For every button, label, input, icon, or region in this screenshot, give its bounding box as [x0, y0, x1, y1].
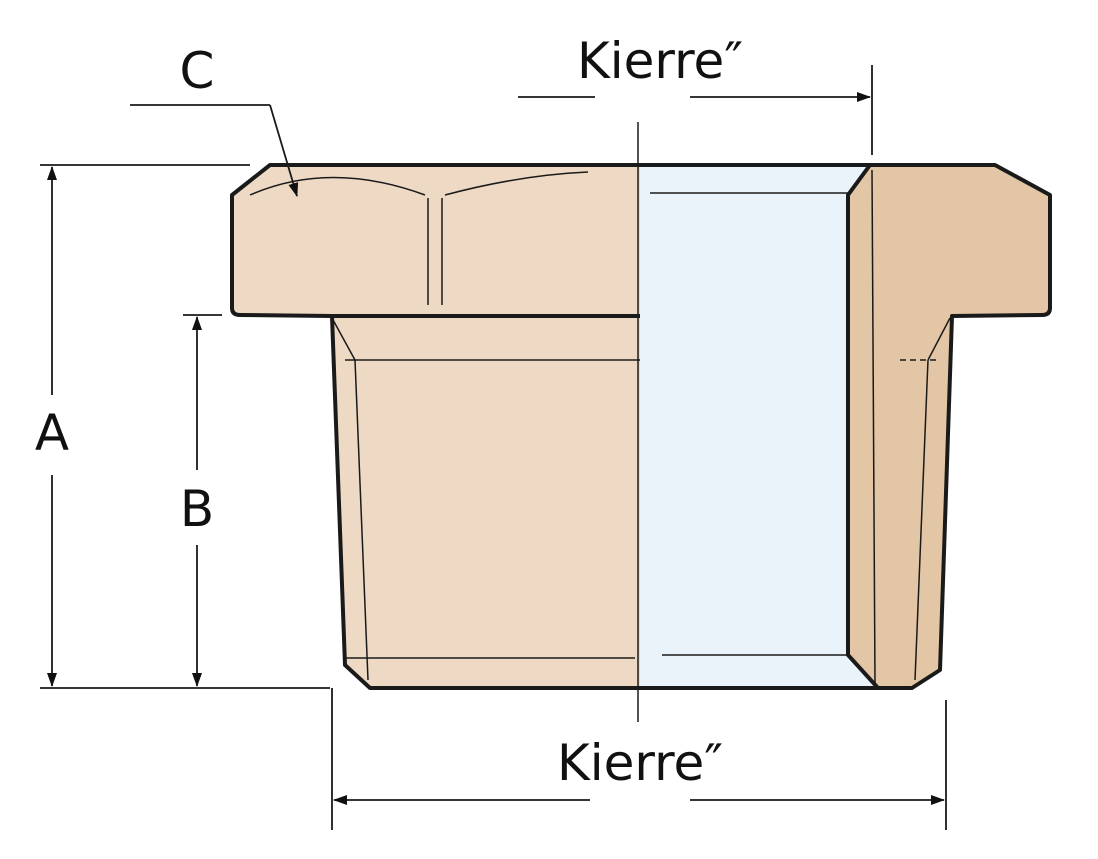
dimension-a — [40, 164, 330, 689]
label-thread-top: Kierre″ — [577, 32, 743, 90]
label-thread-bottom: Kierre″ — [557, 734, 723, 792]
leader-c — [130, 104, 299, 197]
body-left-section — [232, 165, 640, 688]
label-b: B — [180, 480, 214, 538]
label-c: C — [180, 42, 215, 100]
dimension-thread-bottom — [331, 688, 947, 830]
body-right-section — [848, 165, 1050, 688]
bore — [640, 165, 878, 688]
bore-wall — [846, 163, 880, 690]
label-a: A — [35, 404, 69, 462]
dimension-b — [183, 314, 222, 687]
outline — [230, 163, 1052, 690]
dimension-thread-top — [518, 65, 873, 155]
detail-lines — [249, 169, 951, 685]
